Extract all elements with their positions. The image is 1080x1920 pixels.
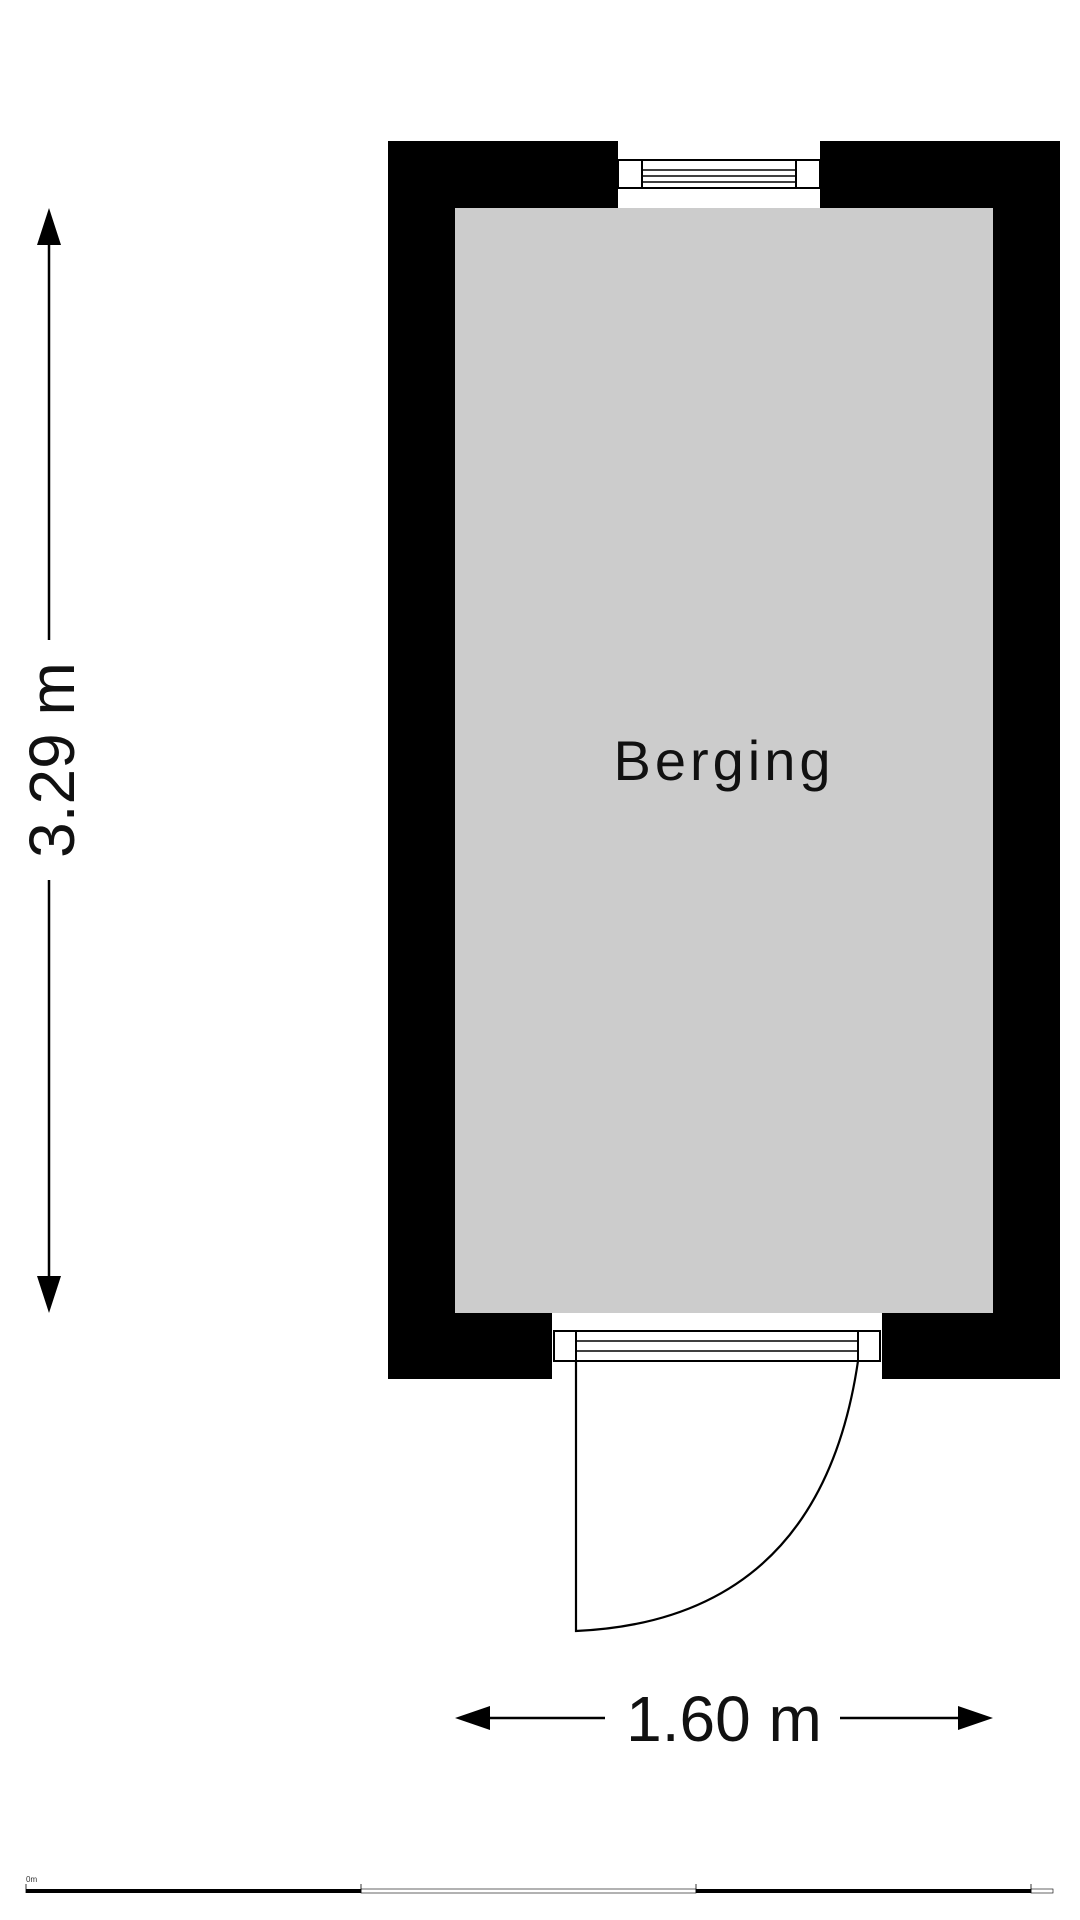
scale-bar: 0m <box>25 1875 1054 1894</box>
height-dimension: 3.29 m <box>16 208 88 1313</box>
door-swing-arc <box>574 1360 860 1633</box>
width-dimension: 1.60 m <box>455 1683 993 1755</box>
arrow-left-icon <box>455 1706 490 1730</box>
top-window <box>617 141 821 208</box>
scale-origin-label: 0m <box>26 1875 37 1884</box>
height-dimension-label: 3.29 m <box>16 662 88 858</box>
room-name-label: Berging <box>613 729 834 792</box>
arrow-right-icon <box>958 1706 993 1730</box>
arrow-up-icon <box>37 208 61 245</box>
arrow-down-icon <box>37 1276 61 1313</box>
width-dimension-label: 1.60 m <box>626 1683 822 1755</box>
entry-door <box>552 1313 882 1633</box>
room-floor <box>455 208 993 1313</box>
